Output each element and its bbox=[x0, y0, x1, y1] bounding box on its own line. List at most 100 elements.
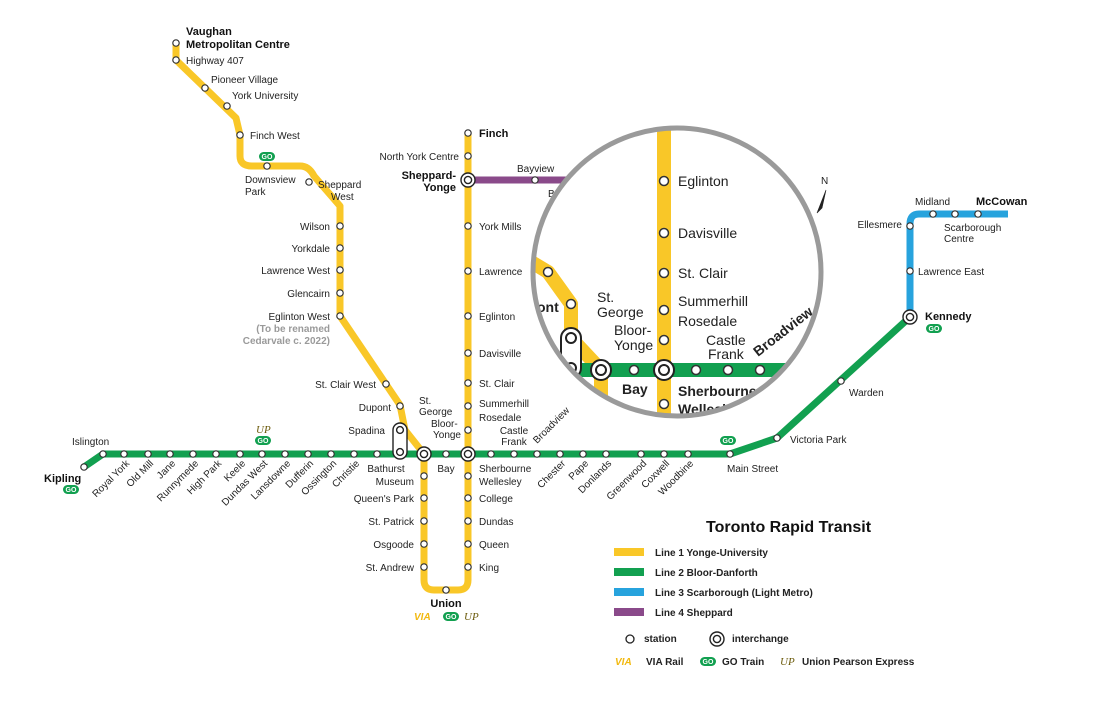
label-royal-york: Royal York bbox=[91, 458, 133, 500]
station-downsview-park bbox=[263, 162, 271, 170]
svg-text:GO: GO bbox=[262, 154, 273, 161]
legend-line2: Line 2 Bloor-Danforth bbox=[655, 568, 758, 579]
station-queen bbox=[464, 540, 472, 548]
go-icon: GO bbox=[255, 436, 271, 445]
station-donlands bbox=[602, 450, 610, 458]
station-rosedale bbox=[464, 426, 472, 434]
label-york-mills: York Mills bbox=[479, 222, 521, 233]
label-st-george: George bbox=[419, 407, 453, 418]
station-dundas-west bbox=[258, 450, 266, 458]
station-davisville bbox=[464, 349, 472, 357]
station-warden bbox=[837, 377, 845, 385]
label-st-george: St. bbox=[419, 396, 431, 407]
label-davisville: Davisville bbox=[479, 349, 522, 360]
label-eglinton: Eglinton bbox=[479, 312, 515, 323]
station-dupont bbox=[396, 402, 404, 410]
label-highway-407: Highway 407 bbox=[186, 56, 244, 67]
legend-line4: Line 4 Sheppard bbox=[655, 608, 733, 619]
legend-up-icon: UP bbox=[780, 656, 795, 668]
label-mccowan: McCowan bbox=[976, 196, 1028, 208]
station-greenwood bbox=[637, 450, 645, 458]
legend: Toronto Rapid Transit Line 1 Yonge-Unive… bbox=[614, 519, 915, 668]
label-union: Union bbox=[430, 598, 461, 610]
label-vaughan: Vaughan bbox=[186, 26, 232, 38]
station-pape bbox=[579, 450, 587, 458]
label-museum: Museum bbox=[376, 477, 414, 488]
north-arrow-icon: N bbox=[816, 176, 828, 214]
label-wilson: Wilson bbox=[300, 222, 330, 233]
label-scarborough-centre: Centre bbox=[944, 234, 974, 245]
label-bloor-yonge: Bloor- bbox=[431, 419, 458, 430]
station-sheppard-west bbox=[305, 178, 313, 186]
label-yorkdale: Yorkdale bbox=[291, 244, 330, 255]
go-icon: GO bbox=[926, 324, 942, 333]
station-st-patrick bbox=[420, 517, 428, 525]
station-queens-park bbox=[420, 494, 428, 502]
label-sheppard-yonge: Sheppard- bbox=[402, 170, 457, 182]
station-lansdowne bbox=[281, 450, 289, 458]
label-finch-west: Finch West bbox=[250, 131, 300, 142]
label-dundas: Dundas bbox=[479, 517, 513, 528]
label-st-andrew: St. Andrew bbox=[366, 563, 415, 574]
station-main-street bbox=[726, 450, 734, 458]
label-downsview-park: Downsview bbox=[245, 175, 296, 186]
station-north-york-centre bbox=[464, 152, 472, 160]
legend-swatch-line3 bbox=[614, 588, 644, 596]
zoom-label-summerhill: Summerhill bbox=[678, 293, 748, 309]
station-eglinton bbox=[464, 312, 472, 320]
zoom-inset: Eglinton Davisville St. Clair Summerhill… bbox=[530, 125, 824, 419]
station-dufferin bbox=[304, 450, 312, 458]
station-kipling bbox=[80, 463, 88, 471]
label-castle-frank: Frank bbox=[501, 437, 528, 448]
legend-via-rail: VIA Rail bbox=[646, 657, 684, 668]
station-finch-west bbox=[236, 131, 244, 139]
zoom-label-rosedale: Rosedale bbox=[678, 313, 737, 329]
interchange-bloor-yonge bbox=[460, 446, 476, 462]
legend-swatch-line2 bbox=[614, 568, 644, 576]
label-york-university: York University bbox=[232, 91, 298, 102]
station-wilson bbox=[336, 222, 344, 230]
label-queen: Queen bbox=[479, 540, 509, 551]
zoom-label-bloor-yonge: Yonge bbox=[614, 337, 653, 353]
station-ellesmere bbox=[906, 222, 914, 230]
legend-line1: Line 1 Yonge-University bbox=[655, 548, 768, 559]
legend-swatch-line1 bbox=[614, 548, 644, 556]
station-york-university bbox=[223, 102, 231, 110]
label-college: College bbox=[479, 494, 513, 505]
station-glencairn bbox=[336, 289, 344, 297]
label-lawrence-west: Lawrence West bbox=[261, 266, 330, 277]
station-york-mills bbox=[464, 222, 472, 230]
station-summerhill bbox=[464, 402, 472, 410]
station-dundas bbox=[464, 517, 472, 525]
svg-text:GO: GO bbox=[929, 326, 940, 333]
zoom-label-castle-frank: Frank bbox=[708, 346, 745, 362]
label-summerhill: Summerhill bbox=[479, 399, 529, 410]
station-sherbourne bbox=[487, 450, 495, 458]
station-eglinton-west bbox=[336, 312, 344, 320]
zoom-label-castle-frank: Castle bbox=[706, 332, 746, 348]
label-st-clair-west: St. Clair West bbox=[315, 380, 376, 391]
label-kennedy: Kennedy bbox=[925, 311, 972, 323]
station-st-andrew bbox=[420, 563, 428, 571]
station-wellesley bbox=[464, 472, 472, 480]
station-lawrence bbox=[464, 267, 472, 275]
label-scarborough-centre: Scarborough bbox=[944, 223, 1001, 234]
label-pioneer-village: Pioneer Village bbox=[211, 75, 279, 86]
label-chester: Chester bbox=[536, 458, 569, 491]
svg-text:GO: GO bbox=[66, 487, 77, 494]
zoom-label-davisville: Davisville bbox=[678, 225, 737, 241]
station-jane bbox=[166, 450, 174, 458]
label-dupont: Dupont bbox=[359, 403, 391, 414]
station-bay bbox=[442, 450, 450, 458]
interchange-st-george bbox=[416, 446, 432, 462]
label-st-clair: St. Clair bbox=[479, 379, 515, 390]
legend-up-express: Union Pearson Express bbox=[802, 657, 915, 668]
station-royal-york bbox=[120, 450, 128, 458]
label-sheppard-yonge: Yonge bbox=[423, 182, 456, 194]
label-islington: Islington bbox=[72, 437, 109, 448]
label-bathurst: Bathurst bbox=[367, 464, 404, 475]
label-spadina: Spadina bbox=[348, 426, 385, 437]
label-sheppard-west: Sheppard bbox=[318, 180, 361, 191]
station-finch bbox=[464, 129, 472, 137]
